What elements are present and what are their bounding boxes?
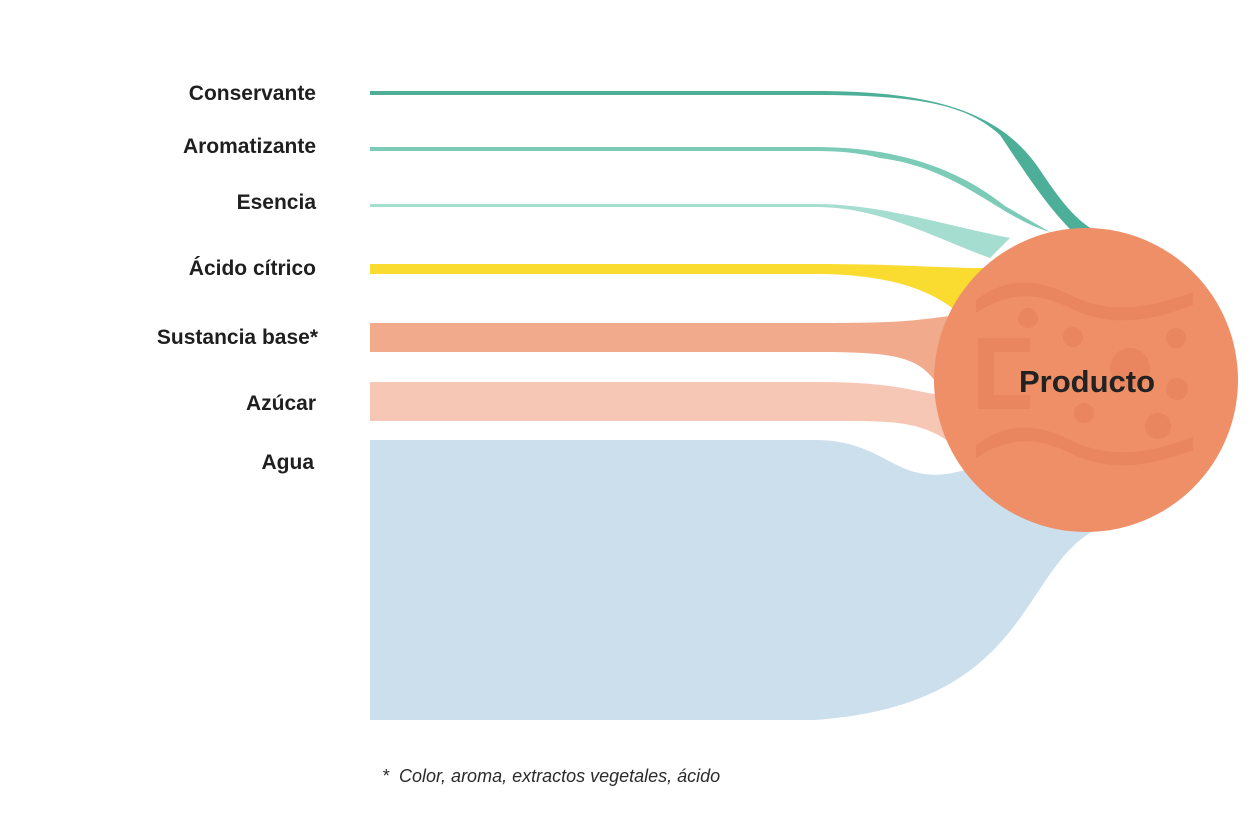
texture-dot bbox=[1145, 413, 1171, 439]
texture-wave-bottom bbox=[976, 427, 1193, 466]
label-conservante: Conservante bbox=[189, 82, 316, 105]
texture-dot bbox=[1110, 348, 1150, 388]
label-agua: Agua bbox=[262, 451, 315, 474]
texture-bracket bbox=[978, 338, 1030, 409]
texture-dot bbox=[1166, 378, 1188, 400]
label-aromatizante: Aromatizante bbox=[183, 135, 316, 158]
flow-band-aromatizante bbox=[370, 147, 1050, 232]
label-sustancia-base: Sustancia base* bbox=[157, 326, 319, 349]
footnote-text: Color, aroma, extractos vegetales, ácido bbox=[399, 766, 721, 786]
label-esencia: Esencia bbox=[237, 191, 317, 214]
flow-band-acido-citrico bbox=[370, 264, 985, 310]
flow-band-conservante bbox=[370, 91, 1097, 234]
product-texture bbox=[976, 282, 1193, 466]
flow-bands bbox=[370, 91, 1097, 720]
product-label: Producto bbox=[1019, 364, 1155, 399]
texture-wave-top bbox=[976, 282, 1193, 321]
texture-dot bbox=[1018, 308, 1038, 328]
source-labels: Conservante Aromatizante Esencia Ácido c… bbox=[157, 82, 319, 474]
product-node: Producto bbox=[934, 228, 1238, 532]
label-azucar: Azúcar bbox=[246, 392, 316, 415]
flow-band-agua bbox=[370, 440, 1095, 720]
footnote-marker: * bbox=[382, 766, 390, 786]
flow-band-azucar bbox=[370, 382, 970, 458]
label-acido-citrico: Ácido cítrico bbox=[189, 257, 316, 280]
flow-band-esencia bbox=[370, 204, 1010, 258]
flow-band-sustancia-base bbox=[370, 316, 950, 388]
texture-dot bbox=[1166, 328, 1186, 348]
footnote: * Color, aroma, extractos vegetales, áci… bbox=[382, 766, 720, 787]
texture-dot bbox=[1074, 403, 1094, 423]
texture-dot bbox=[1063, 327, 1083, 347]
